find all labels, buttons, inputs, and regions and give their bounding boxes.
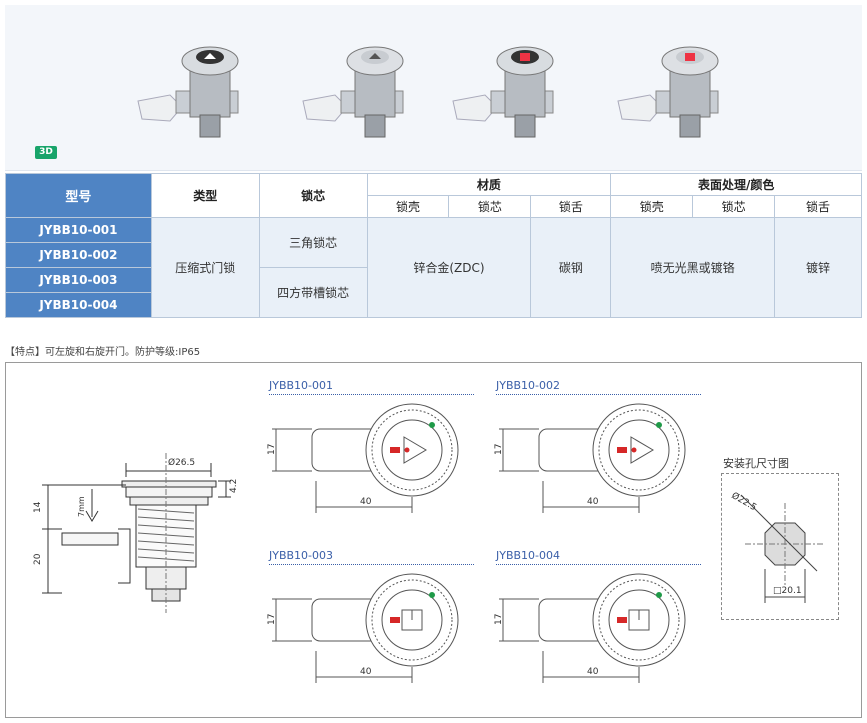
product-image-4 xyxy=(617,46,719,138)
subheader-material-core: 锁芯 xyxy=(448,195,532,218)
product-photo-band: 3D xyxy=(5,5,862,171)
view-label: JYBB10-004 xyxy=(496,549,561,562)
header-core: 锁芯 xyxy=(258,173,368,218)
view-label-underline xyxy=(496,564,701,565)
dim-diameter: Ø26.5 xyxy=(168,457,195,468)
core-cell-square: 四方带槽锁芯 xyxy=(258,267,368,318)
3d-badge[interactable]: 3D xyxy=(35,146,57,159)
material-tongue-cell: 碳钢 xyxy=(530,217,612,318)
model-cell: JYBB10-004 xyxy=(5,292,152,318)
dim-length: 40 xyxy=(360,667,372,677)
dim-height: 17 xyxy=(267,614,277,625)
dim-height: 17 xyxy=(494,444,504,455)
model-cell: JYBB10-001 xyxy=(5,217,152,243)
mounting-hole-drawing: Ø22.5 □20.1 xyxy=(730,490,825,603)
hole-diameter: Ø22.5 xyxy=(730,490,759,513)
view-label-underline xyxy=(269,394,474,395)
core-cell-triangle: 三角锁芯 xyxy=(258,217,368,268)
subheader-surface-shell: 锁壳 xyxy=(610,195,694,218)
spec-table: 型号 类型 锁芯 材质 表面处理/颜色 锁壳 锁芯 锁舌 锁壳 锁芯 锁舌 JY… xyxy=(5,173,862,318)
header-model: 型号 xyxy=(5,173,152,218)
view-label-underline xyxy=(269,564,474,565)
side-view-drawing: Ø26.5 4.2 14 20 7mm xyxy=(33,453,239,613)
view-label: JYBB10-003 xyxy=(269,549,334,562)
dim-stroke: 7mm xyxy=(77,496,86,517)
subheader-surface-tongue: 锁舌 xyxy=(774,195,862,218)
front-view-002: 17 40 xyxy=(494,403,686,513)
hole-frame xyxy=(721,473,839,620)
dim-length: 40 xyxy=(360,497,372,507)
technical-drawing: Ø26.5 4.2 14 20 7mm JYBB10-001 17 40 JYB… xyxy=(5,362,862,718)
dim-bottom: 20 xyxy=(33,553,43,565)
dim-height: 17 xyxy=(494,614,504,625)
dim-top: 14 xyxy=(33,501,43,513)
hole-title: 安装孔尺寸图 xyxy=(723,457,789,470)
subheader-material-tongue: 锁舌 xyxy=(530,195,612,218)
header-surface: 表面处理/颜色 xyxy=(610,173,862,196)
type-cell: 压缩式门锁 xyxy=(150,217,260,318)
view-label: JYBB10-002 xyxy=(496,379,561,392)
header-type: 类型 xyxy=(150,173,260,218)
product-image-2 xyxy=(302,46,404,138)
surface-shell-core-cell: 喷无光黑或镀铬 xyxy=(610,217,776,318)
feature-note: 【特点】可左旋和右旋开门。防护等级:IP65 xyxy=(5,347,201,358)
front-view-004: 17 40 xyxy=(494,573,686,683)
dim-height: 17 xyxy=(267,444,277,455)
dim-thickness: 4.2 xyxy=(229,479,239,493)
view-label-underline xyxy=(496,394,701,395)
subheader-material-shell: 锁壳 xyxy=(366,195,450,218)
model-cell: JYBB10-002 xyxy=(5,242,152,268)
header-material: 材质 xyxy=(366,173,612,196)
front-view-003: 17 40 xyxy=(267,573,459,683)
hole-square: □20.1 xyxy=(773,586,802,596)
model-cell: JYBB10-003 xyxy=(5,267,152,293)
front-view-001: 17 40 xyxy=(267,403,459,513)
view-label: JYBB10-001 xyxy=(269,379,334,392)
dim-length: 40 xyxy=(587,667,599,677)
product-image-1 xyxy=(137,46,239,138)
material-shell-core-cell: 锌合金(ZDC) xyxy=(366,217,532,318)
product-image-3 xyxy=(452,46,554,138)
surface-tongue-cell: 镀锌 xyxy=(774,217,862,318)
subheader-surface-core: 锁芯 xyxy=(692,195,776,218)
dim-length: 40 xyxy=(587,497,599,507)
